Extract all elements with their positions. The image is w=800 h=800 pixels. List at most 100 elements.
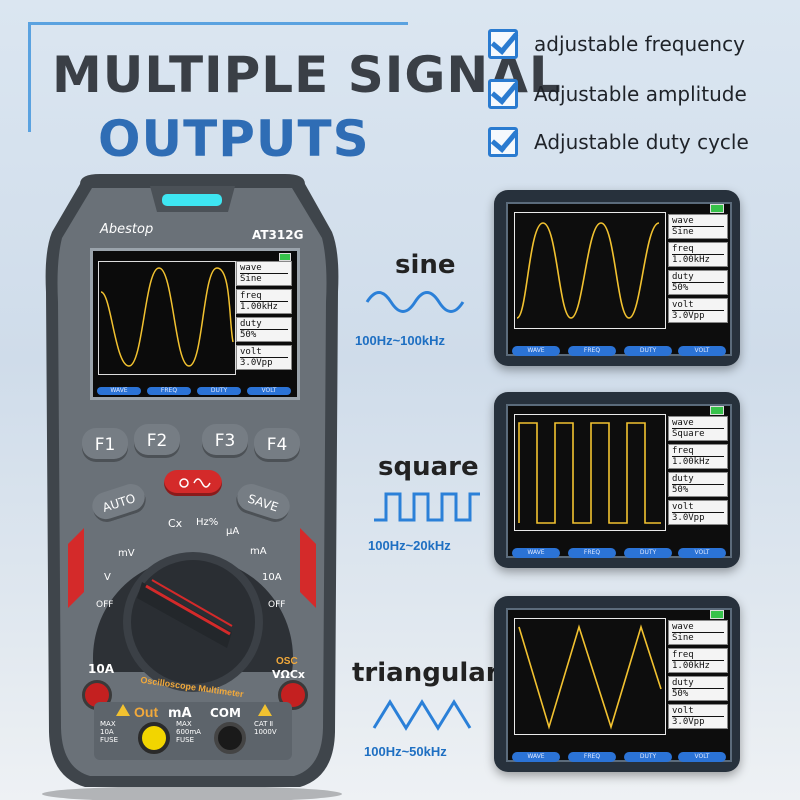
- cat-rating-label: CAT Ⅱ 1000V: [254, 720, 277, 736]
- param-label: freq: [672, 446, 694, 456]
- checkbox-icon: [488, 29, 518, 59]
- device-softkey-freq[interactable]: FREQ: [147, 387, 191, 395]
- warning-icon-right: [258, 704, 272, 716]
- param-value: 3.0Vpp: [672, 512, 724, 523]
- jack-com[interactable]: [214, 722, 246, 754]
- headline-frame-left: [28, 22, 31, 132]
- param-label: duty: [672, 678, 694, 688]
- param-value: Square: [672, 428, 724, 439]
- wave-name-triangular: triangular: [352, 658, 499, 688]
- checkbox-icon: [488, 79, 518, 109]
- jack-label-out: Out: [134, 704, 159, 720]
- softkey-freq[interactable]: FREQ: [568, 752, 616, 762]
- softkey-volt[interactable]: VOLT: [678, 548, 726, 558]
- f2-button[interactable]: F2: [134, 424, 180, 458]
- triangle-wave-icon: [372, 699, 472, 731]
- param-label: duty: [240, 319, 262, 329]
- battery-icon: [710, 204, 724, 213]
- battery-icon: [710, 406, 724, 415]
- device-sine-trace: [100, 267, 234, 367]
- softkey-freq[interactable]: FREQ: [568, 548, 616, 558]
- wave-name-sine: sine: [395, 250, 456, 280]
- f1-button[interactable]: F1: [82, 428, 128, 462]
- jack-label-vcx: VΩCx: [272, 668, 306, 681]
- model-label: AT312G: [252, 228, 304, 242]
- dial-label-off-right: OFF: [268, 600, 286, 610]
- softkey-wave[interactable]: WAVE: [512, 752, 560, 762]
- param-label: duty: [672, 272, 694, 282]
- waveform-plot: [514, 618, 666, 735]
- param-label: volt: [672, 706, 694, 716]
- waveform-plot: [514, 414, 666, 531]
- jack-osc[interactable]: [278, 680, 308, 710]
- param-value: 50%: [672, 484, 724, 495]
- param-label: wave: [672, 216, 694, 226]
- softkey-duty[interactable]: DUTY: [624, 548, 672, 558]
- param-value: 50%: [672, 282, 724, 293]
- jack-label-ma: mA: [168, 706, 192, 721]
- headline-frame-top: [28, 22, 408, 25]
- param-value: 50%: [672, 688, 724, 699]
- freq-range-sine: 100Hz~100kHz: [355, 333, 445, 348]
- mode-button[interactable]: [164, 470, 222, 496]
- dial-label-mv: mV: [118, 548, 135, 559]
- param-value: 50%: [240, 329, 288, 340]
- param-value: 3.0Vpp: [672, 310, 724, 321]
- dial-label-hz: Hz%: [196, 517, 219, 528]
- softkey-wave[interactable]: WAVE: [512, 548, 560, 558]
- battery-icon: [279, 253, 291, 261]
- dial-label-cx: Cx: [168, 517, 183, 530]
- sun-wave-icon: [179, 478, 211, 488]
- device-softkey-wave[interactable]: WAVE: [97, 387, 141, 395]
- waveform-plot: [514, 212, 666, 329]
- softkey-wave[interactable]: WAVE: [512, 346, 560, 356]
- sine-trace: [516, 222, 660, 319]
- jack-label-10a: 10A: [88, 662, 114, 676]
- param-label: volt: [672, 300, 694, 310]
- f4-button[interactable]: F4: [254, 428, 300, 462]
- jack-label-osc: OSC: [276, 656, 298, 667]
- dial-label-v: V: [104, 572, 111, 583]
- param-label: duty: [672, 474, 694, 484]
- softkey-volt[interactable]: VOLT: [678, 346, 726, 356]
- softkey-volt[interactable]: VOLT: [678, 752, 726, 762]
- feature-label: adjustable frequency: [534, 32, 745, 56]
- headline-line1: MULTIPLE SIGNAL: [52, 46, 562, 104]
- softkey-duty[interactable]: DUTY: [624, 346, 672, 356]
- softkey-freq[interactable]: FREQ: [568, 346, 616, 356]
- param-label: freq: [672, 650, 694, 660]
- rotary-dial[interactable]: [82, 522, 304, 712]
- param-value: Sine: [672, 226, 724, 237]
- dial-label-ma: mA: [250, 546, 267, 557]
- feature-item: Adjustable amplitude: [488, 78, 747, 110]
- feature-item: adjustable frequency: [488, 28, 745, 60]
- jack-label-com: COM: [210, 706, 241, 720]
- softkey-duty[interactable]: DUTY: [624, 752, 672, 762]
- param-label: freq: [240, 291, 262, 301]
- device-softkey-volt[interactable]: VOLT: [247, 387, 291, 395]
- device-softkey-duty[interactable]: DUTY: [197, 387, 241, 395]
- param-value: Sine: [240, 273, 288, 284]
- f3-button[interactable]: F3: [202, 424, 248, 458]
- jack-ma[interactable]: [138, 722, 170, 754]
- param-value: 1.00kHz: [240, 301, 288, 312]
- param-label: wave: [240, 263, 262, 273]
- warning-icon-left: [116, 704, 130, 716]
- param-value: Sine: [672, 632, 724, 643]
- feature-label: Adjustable duty cycle: [534, 130, 749, 154]
